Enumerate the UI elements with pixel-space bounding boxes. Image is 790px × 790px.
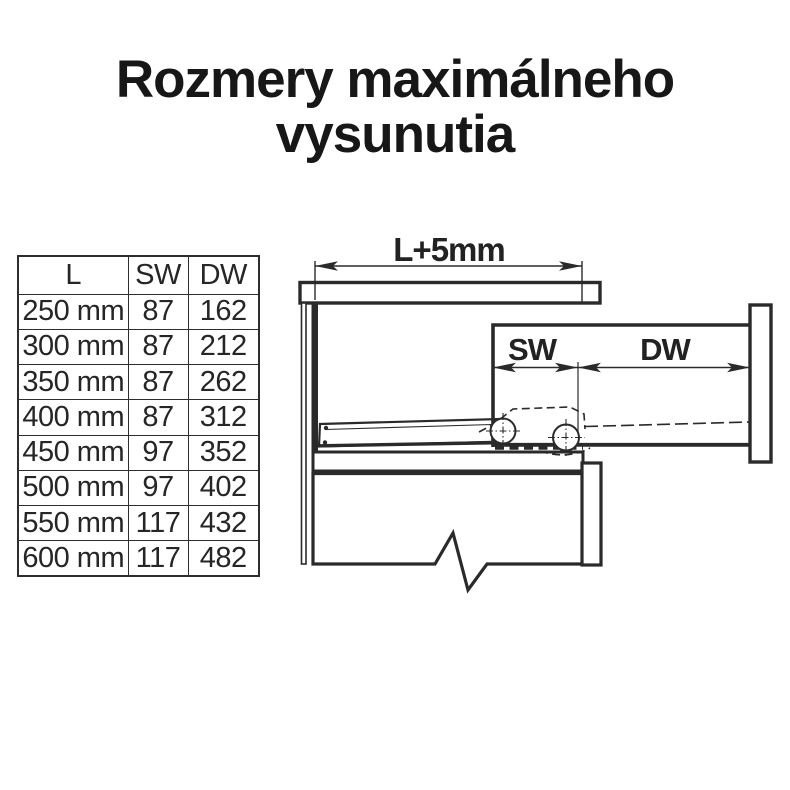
table-cell: 312 — [187, 399, 260, 436]
rail-screw-dot-bottom — [322, 440, 328, 445]
table-cell: 212 — [187, 328, 260, 366]
table-cell: 162 — [187, 293, 260, 330]
table-cell: 300 mm — [17, 328, 129, 366]
cabinet-lower-right-wall — [580, 461, 603, 567]
dimension-dw: DW — [577, 332, 750, 446]
rail-inner-line — [324, 423, 493, 431]
drawer-rail — [317, 417, 509, 448]
drawer-front-panel — [748, 303, 773, 464]
rail-bottom-flange — [318, 440, 509, 448]
arrowhead-right-icon — [559, 261, 582, 271]
label-sw: SW — [508, 332, 558, 367]
slide-mechanism — [478, 406, 751, 456]
hidden-center-line — [584, 421, 751, 428]
dw-arrowhead-right-icon — [727, 362, 750, 373]
arrowhead-left-icon — [315, 261, 338, 271]
cabinet-back-wall-inner — [311, 303, 318, 564]
dimension-l5mm: L+5mm — [314, 231, 583, 303]
cabinet-shelf-panel — [311, 450, 585, 473]
table-cell: 550 mm — [17, 504, 129, 542]
cabinet-top-panel — [298, 280, 602, 305]
table-cell: 87 — [127, 399, 189, 436]
table-cell: 400 mm — [17, 399, 129, 436]
page-title: Rozmery maximálneho vysunutia — [0, 52, 790, 162]
table-cell: 402 — [187, 469, 260, 507]
page-title-line2: vysunutia — [275, 105, 515, 164]
table-cell: 117 — [127, 540, 189, 577]
table-cell: 500 mm — [17, 469, 129, 507]
sw-arrowhead-left-icon — [493, 362, 516, 373]
table-cell: 352 — [187, 434, 260, 471]
drawer-box-outline — [491, 323, 750, 447]
dimension-sw: SW — [493, 332, 578, 373]
table-cell: 97 — [127, 469, 189, 507]
table-cell: 350 mm — [17, 363, 129, 401]
sw-arrowhead-right-icon — [555, 362, 578, 373]
table-cell: 262 — [187, 363, 260, 401]
table-cell: 97 — [127, 434, 189, 471]
cabinet-lower-body — [311, 471, 585, 594]
table-cell: 600 mm — [17, 540, 129, 577]
page-title-line1: Rozmery maximálneho — [115, 50, 675, 109]
table-cell: 87 — [127, 363, 189, 401]
label-dw: DW — [640, 332, 691, 367]
hidden-bracket-bottom — [539, 447, 591, 456]
label-l5mm: L+5mm — [393, 231, 504, 268]
table-cell: 432 — [187, 504, 260, 542]
table-cell: 250 mm — [17, 293, 129, 330]
table-cell: 482 — [187, 540, 260, 577]
rail-screw-dot-top — [323, 425, 329, 431]
cabinet-back-wall-outer — [300, 302, 307, 565]
table-header-sw: SW — [127, 255, 189, 295]
dw-arrowhead-left-icon — [578, 362, 601, 373]
